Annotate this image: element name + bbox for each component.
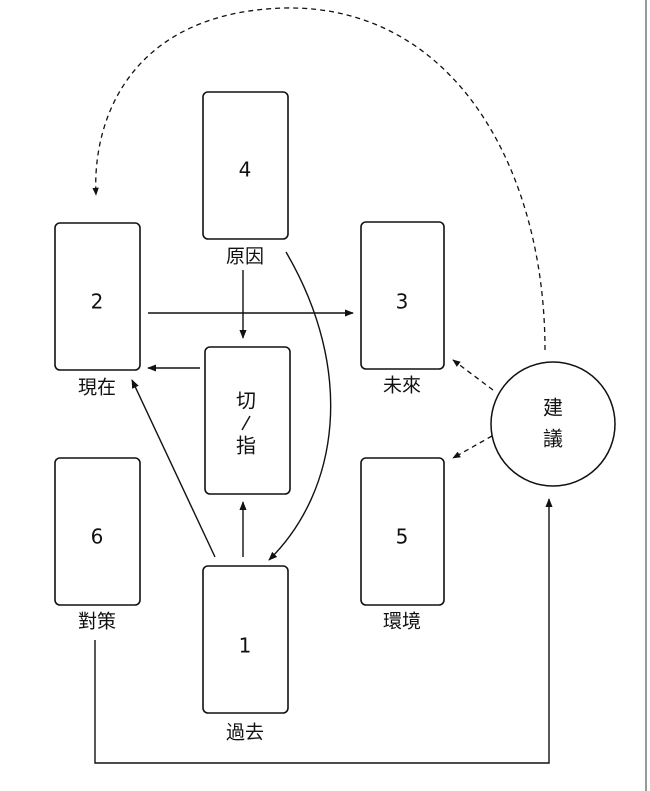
cutting-card-char-1: 切	[236, 389, 256, 413]
advice-circle: 建 議	[490, 361, 616, 487]
card-4: 4	[202, 91, 289, 240]
card-3: 3	[360, 221, 445, 370]
card-5-label: 環境	[383, 611, 421, 633]
dashed-arrow-advice-to-present-arc	[92, 7, 546, 351]
cutting-card-char-2: 指	[236, 434, 256, 458]
arrow-cause-to-past-curve	[268, 251, 332, 561]
card-3-label: 未來	[383, 375, 421, 397]
cutting-card: 切 指	[204, 346, 291, 495]
dashed-arrow-advice-to-future	[452, 359, 494, 391]
card-1-number: 1	[239, 634, 252, 658]
arrow-strategy-to-advice	[94, 498, 553, 764]
advice-char-1: 建	[543, 396, 563, 420]
card-1: 1	[202, 565, 289, 714]
card-6-label: 對策	[78, 611, 116, 633]
arrow-past-to-present	[131, 379, 216, 558]
card-2: 2	[54, 222, 141, 371]
card-5: 5	[360, 457, 445, 606]
cutting-card-slash	[241, 415, 251, 431]
card-6: 6	[54, 457, 141, 606]
dashed-arrow-advice-to-environment	[452, 435, 493, 459]
advice-char-2: 議	[543, 427, 563, 451]
card-5-number: 5	[396, 525, 409, 549]
card-2-number: 2	[91, 290, 104, 314]
card-3-number: 3	[396, 290, 409, 314]
card-6-number: 6	[91, 525, 104, 549]
card-4-label: 原因	[226, 246, 264, 268]
card-1-label: 過去	[226, 722, 264, 744]
card-2-label: 現在	[78, 377, 116, 399]
card-4-number: 4	[239, 158, 252, 182]
